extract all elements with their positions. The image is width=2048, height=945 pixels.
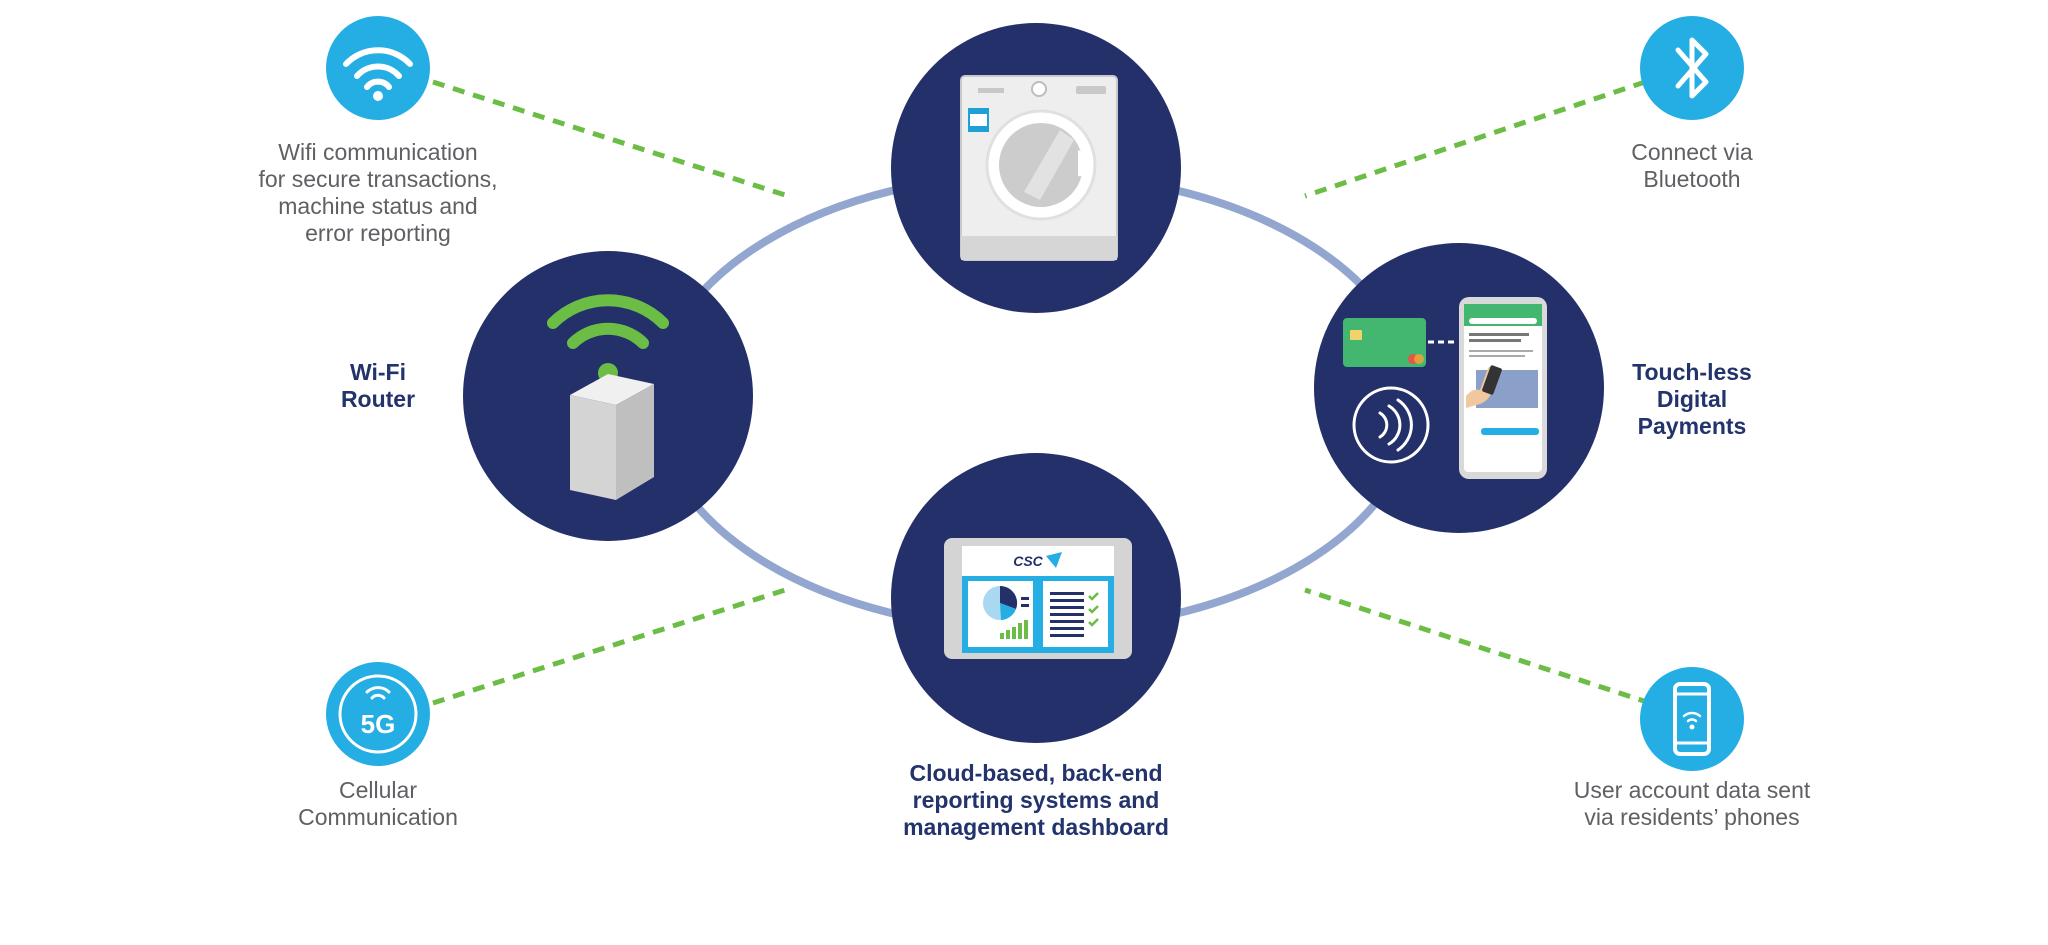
router-title: Wi-Fi Router — [340, 359, 416, 412]
dashboard-node: CSC — [891, 453, 1181, 743]
cellular-feature: 5G — [326, 662, 430, 766]
washer-node — [891, 23, 1181, 313]
payments-title: Touch-less Digital Payments — [1632, 359, 1752, 439]
wifi-router-icon — [547, 294, 669, 500]
wifi-caption: Wifi communication for secure transactio… — [258, 139, 498, 246]
5g-icon: 5G — [338, 674, 418, 754]
wifi-feature — [326, 16, 430, 120]
bluetooth-feature — [1640, 16, 1744, 120]
bluetooth-caption: Connect via Bluetooth — [1631, 139, 1753, 192]
phone-feature — [1640, 667, 1744, 771]
bluetooth-icon — [1675, 37, 1709, 99]
connector-bluetooth — [1304, 79, 1646, 199]
contactless-payment-icon — [1343, 297, 1547, 479]
wifi-icon — [343, 47, 413, 90]
phone-caption: User account data sent via residents’ ph… — [1573, 777, 1811, 830]
dashboard-title: Cloud-based, back-end reporting systems … — [903, 760, 1169, 840]
dashboard-tablet-icon: CSC — [944, 538, 1132, 659]
smartphone-icon — [1673, 682, 1711, 756]
svg-text:5G: 5G — [361, 709, 396, 739]
connector-phone — [1304, 587, 1651, 706]
router-node — [463, 251, 753, 541]
washing-machine-icon — [960, 75, 1118, 261]
payments-node — [1314, 243, 1604, 533]
dashboard-brand-logo: CSC — [1013, 553, 1043, 569]
dashed-connectors — [432, 79, 1651, 706]
connector-cellular — [432, 587, 786, 706]
cellular-caption: Cellular Communication — [298, 777, 458, 830]
